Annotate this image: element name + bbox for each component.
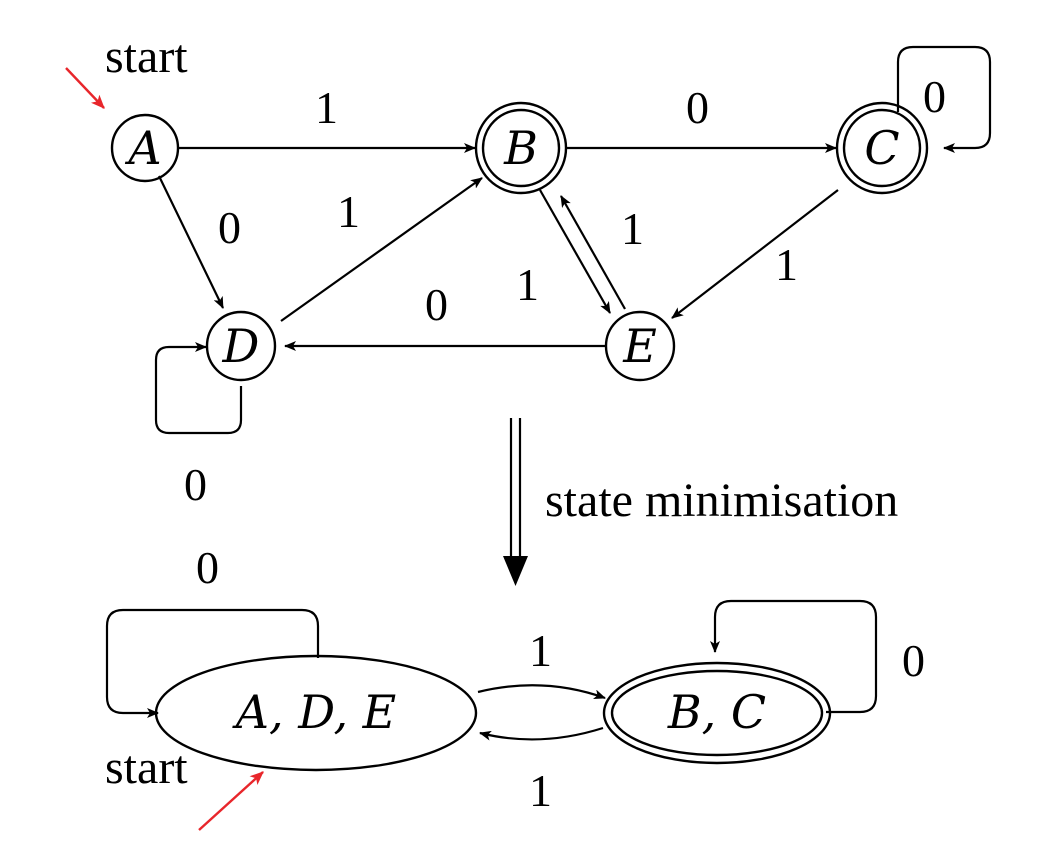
edge-c-e [671, 189, 839, 319]
state-b-label: B [503, 121, 538, 175]
label-ade-ade: 0 [196, 542, 219, 593]
transitions-top [154, 45, 992, 435]
double-arrow-head [503, 556, 528, 586]
label-a-d: 0 [218, 202, 241, 253]
edge-bc-bc-loop [710, 599, 878, 714]
label-b-c: 0 [686, 82, 709, 133]
edge-bc-ade [479, 726, 604, 741]
edge-d-b [280, 177, 483, 322]
state-d: D [205, 310, 277, 382]
state-bc-label: B, C [667, 685, 766, 739]
edge-ade-bc [477, 684, 606, 700]
state-a-label: A [124, 121, 161, 175]
state-d-label: D [222, 319, 260, 373]
edge-b-e [539, 189, 611, 314]
edge-c-c-loop [896, 45, 992, 153]
state-ade: A, D, E [154, 654, 478, 772]
edge-a-d [158, 175, 224, 309]
minimised-dfa: 0 1 1 0 A, D, E B, C start [105, 542, 925, 831]
edge-d-d-loop [154, 342, 243, 435]
state-e-label: E [622, 319, 657, 373]
state-e: E [604, 310, 676, 382]
edge-e-b [560, 195, 626, 310]
minimisation-step: state minimisation [503, 418, 898, 586]
start-arrow-top [65, 67, 105, 109]
state-ade-label: A, D, E [232, 685, 397, 739]
start-label-top: start [105, 30, 188, 83]
label-e-d: 0 [425, 279, 448, 330]
state-a: A [110, 113, 180, 183]
start-arrow-bottom [198, 771, 264, 831]
state-c-label: C [864, 121, 899, 175]
label-bc-ade: 1 [529, 765, 552, 816]
label-e-b: 1 [621, 203, 644, 254]
transition-labels-top: 1 0 0 1 0 1 1 0 1 0 [184, 71, 946, 510]
state-bc: B, C [602, 661, 832, 765]
label-ade-bc: 1 [529, 625, 552, 676]
edge-ade-ade-loop [105, 608, 320, 718]
label-b-e: 1 [516, 259, 539, 310]
label-c-e: 1 [775, 239, 798, 290]
state-c: C [835, 101, 929, 195]
start-label-bottom: start [105, 741, 188, 794]
label-d-d: 0 [184, 459, 207, 510]
original-dfa: start 1 0 [65, 30, 992, 510]
label-d-b: 1 [337, 186, 360, 237]
process-caption: state minimisation [545, 474, 898, 527]
state-b: B [474, 101, 568, 195]
label-c-c: 0 [923, 71, 946, 122]
label-bc-bc: 0 [902, 635, 925, 686]
label-a-b: 1 [315, 82, 338, 133]
